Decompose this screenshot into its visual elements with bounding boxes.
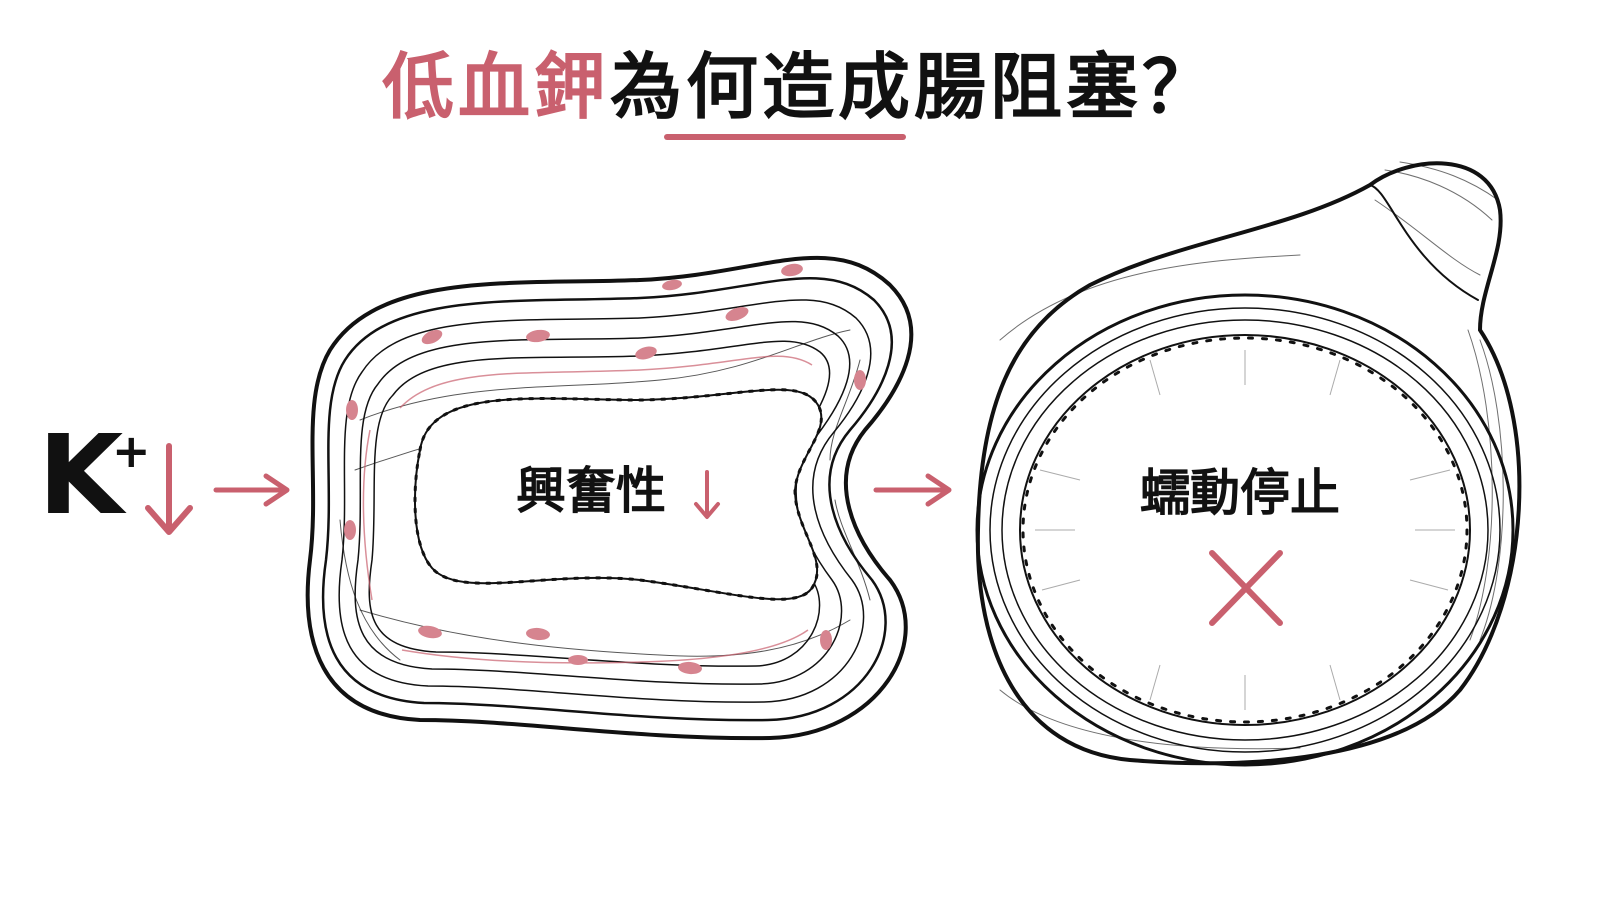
lumen-right [1019, 334, 1471, 726]
potassium-symbol: K [38, 411, 124, 539]
intestine-cross-section-left [305, 255, 914, 741]
right-arrow-icon [873, 473, 952, 507]
potassium-charge: + [112, 424, 151, 478]
cross-icon [1209, 550, 1283, 626]
title-rest: 為何造成腸阻塞？ [610, 45, 1219, 129]
muscle-cell-nuclei [344, 263, 866, 675]
right-arrow-icon [213, 473, 290, 507]
title-underline [664, 134, 906, 140]
excitability-label: 興奮性 [516, 462, 666, 520]
peristalsis-stop-label: 蠕動停止 [1140, 464, 1340, 522]
title-accent: 低血鉀 [381, 45, 610, 129]
down-arrow-icon [145, 443, 193, 535]
page-title: 低血鉀為何造成腸阻塞？ [0, 28, 1600, 133]
down-arrow-icon [694, 470, 720, 519]
lumen-left [413, 388, 823, 601]
muscle-layer-pink-lines [362, 355, 813, 664]
